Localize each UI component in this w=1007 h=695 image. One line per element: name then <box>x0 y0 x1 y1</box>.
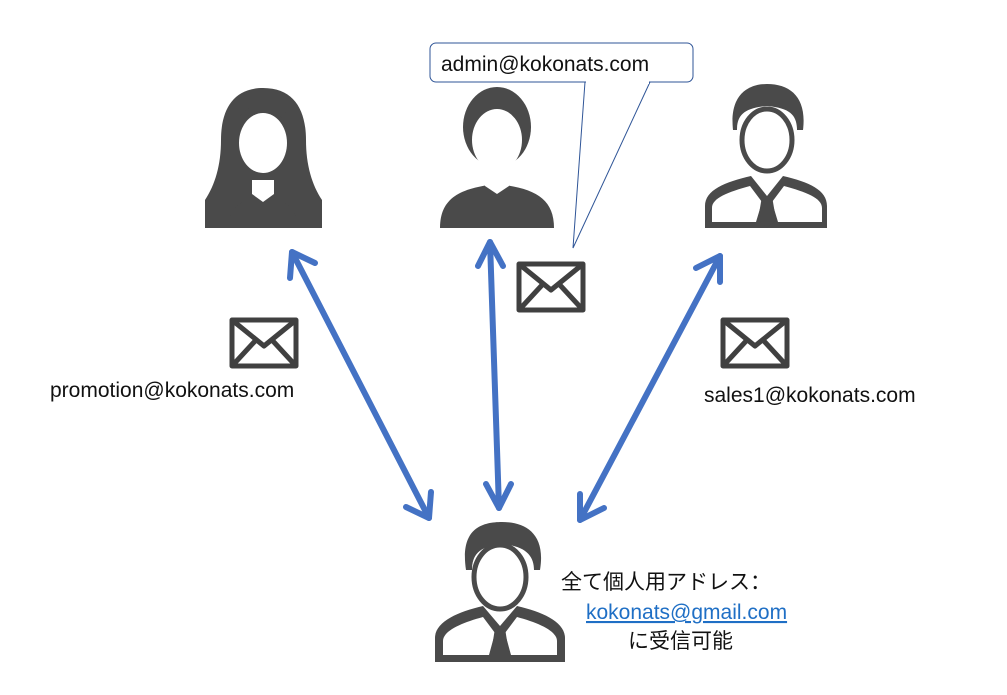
receiver-email-link[interactable]: kokonats@gmail.com <box>586 601 787 624</box>
receiver-note-line3: に受信可能 <box>628 629 733 653</box>
person-receiver-icon <box>435 522 565 662</box>
person-woman-icon <box>205 88 322 228</box>
label-sales-email: sales1@kokonats.com <box>704 384 916 407</box>
callout-admin: admin@kokonats.com <box>429 42 694 249</box>
arrow-middle-bidirectional <box>475 239 514 511</box>
person-admin-icon <box>440 87 554 228</box>
arrow-left-bidirectional <box>287 249 434 521</box>
receiver-note-line1: 全て個人用アドレス： <box>561 570 771 594</box>
envelope-icon <box>723 320 787 366</box>
arrow-right-bidirectional <box>577 253 723 523</box>
person-sales-icon <box>705 84 827 228</box>
callout-text: admin@kokonats.com <box>441 53 649 76</box>
label-promotion-email: promotion@kokonats.com <box>50 379 294 402</box>
envelope-icon <box>519 264 583 310</box>
envelope-icon <box>232 320 296 366</box>
